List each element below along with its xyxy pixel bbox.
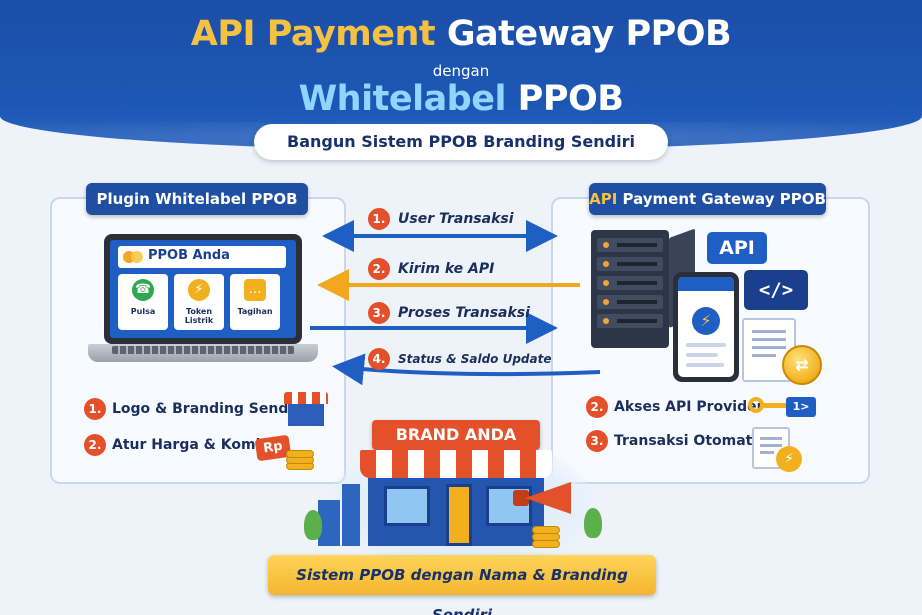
server-unit xyxy=(597,276,663,290)
shop-awning xyxy=(360,450,552,478)
server-unit xyxy=(597,238,663,252)
building-icon xyxy=(342,484,360,546)
tagline: Bangun Sistem PPOB Branding Sendiri xyxy=(254,124,668,160)
flow-arrow-4 xyxy=(332,353,601,386)
feature-number: 3. xyxy=(586,430,608,452)
step-label: User Transaksi xyxy=(398,211,514,227)
coin-stack-icon xyxy=(532,520,562,550)
feature-label: Logo & Branding Sendiri xyxy=(112,401,305,417)
flow-step-1: 1. User Transaksi xyxy=(368,208,514,230)
tile-token-listrik[interactable]: ⚡ Token Listrik xyxy=(174,274,224,330)
phone-line xyxy=(686,353,718,357)
store-icon xyxy=(284,392,328,426)
feature-number: 2. xyxy=(84,434,106,456)
server-unit xyxy=(597,257,663,271)
laptop-display: PPOB Anda ☎ Pulsa ⚡ Token Listrik … Tagi… xyxy=(110,240,296,338)
title-connector: dengan xyxy=(432,62,490,80)
bill-icon: … xyxy=(244,279,266,301)
title-part-2: Gateway PPOB xyxy=(446,14,732,54)
right-title-part-1: API xyxy=(589,190,618,208)
phone-icon: ⚡ xyxy=(673,272,739,382)
app-header-bar: PPOB Anda xyxy=(118,246,286,268)
server-unit xyxy=(597,314,663,328)
feature-number: 1. xyxy=(84,398,106,420)
coin-stack-icon xyxy=(286,446,314,470)
key-icon xyxy=(748,396,788,414)
bolt-icon: ⚡ xyxy=(692,307,720,335)
secondary-title: Whitelabel PPOB xyxy=(0,79,922,119)
feature-label: Transaksi Otomatis xyxy=(614,433,766,449)
bolt-icon: ⚡ xyxy=(776,446,802,472)
left-feature-1: 1. Logo & Branding Sendiri xyxy=(84,398,305,420)
flow-step-4: 4. Status & Saldo Update xyxy=(368,348,551,370)
server-icon xyxy=(591,230,669,348)
tile-pulsa[interactable]: ☎ Pulsa xyxy=(118,274,168,330)
store-body xyxy=(288,404,324,426)
store-awning xyxy=(284,392,328,404)
megaphone-icon xyxy=(513,478,575,518)
feature-label: Atur Harga & Komisi xyxy=(112,437,274,453)
exchange-coin-icon: ⇄ xyxy=(782,345,822,385)
coin xyxy=(286,450,314,458)
building-icon xyxy=(318,500,340,546)
phone-icon: ☎ xyxy=(132,279,154,301)
step-label: Kirim ke API xyxy=(398,261,495,277)
app-name: PPOB Anda xyxy=(148,248,230,263)
laptop-keyboard xyxy=(112,346,294,354)
footer-ribbon: Sistem PPOB dengan Nama & Branding Sendi… xyxy=(268,555,656,615)
title-part-1: API Payment xyxy=(190,14,436,54)
feature-number: 2. xyxy=(586,396,608,418)
right-feature-2: 3. Transaksi Otomatis xyxy=(586,430,766,452)
app-logo-accent-icon xyxy=(131,251,143,263)
brand-sign: BRAND ANDA xyxy=(372,420,540,450)
step-label: Status & Saldo Update xyxy=(398,352,552,366)
header-banner: API Payment Gateway PPOB dengan Whitelab… xyxy=(0,0,922,150)
laptop-screen: PPOB Anda ☎ Pulsa ⚡ Token Listrik … Tagi… xyxy=(104,234,302,344)
phone-line xyxy=(686,363,724,367)
left-panel-title: Plugin Whitelabel PPOB xyxy=(86,183,308,215)
flow-step-3: 3. Proses Transaksi xyxy=(368,302,530,324)
server-unit xyxy=(597,295,663,309)
phone-line xyxy=(686,343,726,347)
right-panel-title: API Payment Gateway PPOB xyxy=(589,183,826,215)
title2-part-2: PPOB xyxy=(517,79,624,119)
step-number: 1. xyxy=(368,208,390,230)
phone-header xyxy=(678,277,734,291)
step-number: 2. xyxy=(368,258,390,280)
step-number: 3. xyxy=(368,302,390,324)
title2-part-1: Whitelabel xyxy=(298,79,507,119)
tile-label: Token Listrik xyxy=(184,307,214,325)
left-feature-2: 2. Atur Harga & Komisi xyxy=(84,434,274,456)
api-badge: API xyxy=(707,232,767,264)
code-badge: </> xyxy=(744,270,808,310)
tree-icon xyxy=(584,508,602,538)
feature-label: Akses API Provider xyxy=(614,399,764,415)
tile-label: Tagihan xyxy=(237,307,273,316)
tree-icon xyxy=(304,510,322,540)
terminal-icon: 1> xyxy=(786,397,816,417)
right-title-part-2: Payment Gateway PPOB xyxy=(622,190,826,208)
step-label: Proses Transaksi xyxy=(398,305,530,321)
bolt-icon: ⚡ xyxy=(188,279,210,301)
shop-door xyxy=(446,484,472,546)
flow-step-2: 2. Kirim ke API xyxy=(368,258,494,280)
tile-tagihan[interactable]: … Tagihan xyxy=(230,274,280,330)
step-number: 4. xyxy=(368,348,390,370)
tile-label: Pulsa xyxy=(130,307,156,316)
shop-window xyxy=(384,486,430,526)
right-feature-1: 2. Akses API Provider xyxy=(586,396,764,418)
main-title: API Payment Gateway PPOB xyxy=(0,14,922,54)
phone-screen: ⚡ xyxy=(678,277,734,377)
